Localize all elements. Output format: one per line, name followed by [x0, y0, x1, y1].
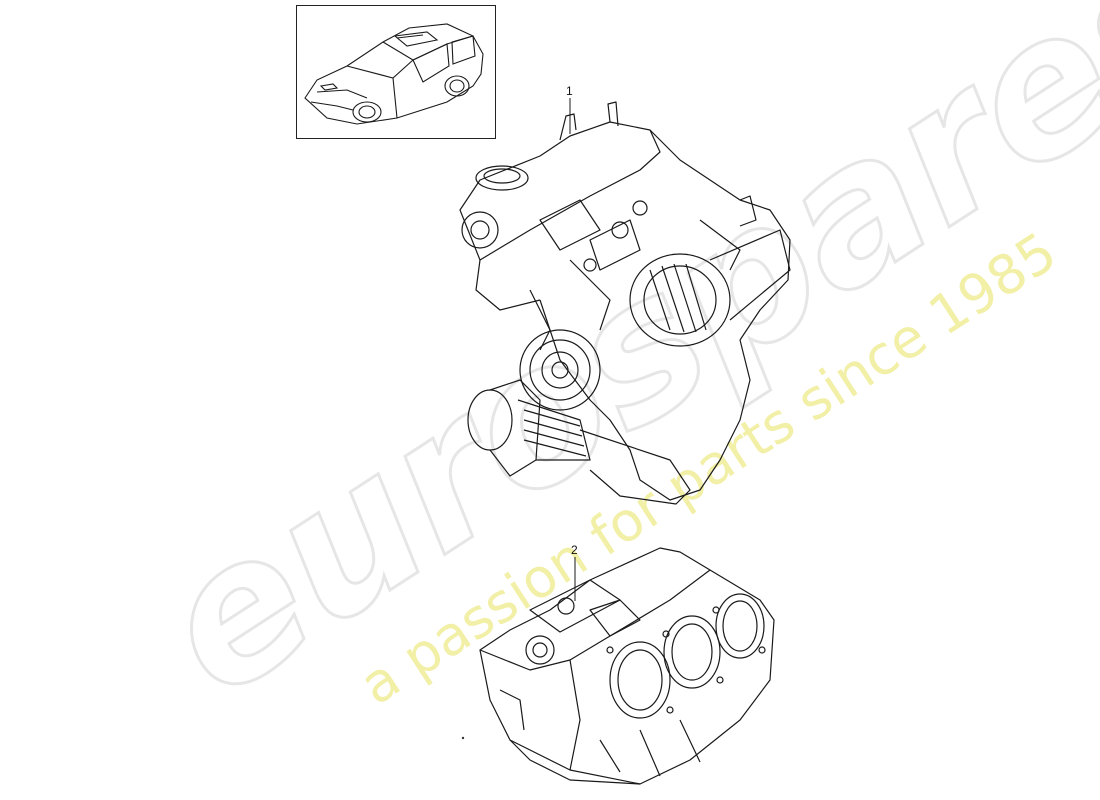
stray-mark [461, 736, 465, 740]
vehicle-thumbnail [296, 5, 496, 139]
leader-line-2 [574, 557, 576, 601]
short-block-illustration[interactable] [470, 540, 790, 790]
complete-engine-illustration[interactable] [440, 100, 820, 510]
callout-label-1: 1 [566, 84, 573, 98]
leader-line-1 [569, 98, 571, 134]
suv-car-icon [304, 23, 484, 125]
callout-label-2: 2 [571, 543, 578, 557]
